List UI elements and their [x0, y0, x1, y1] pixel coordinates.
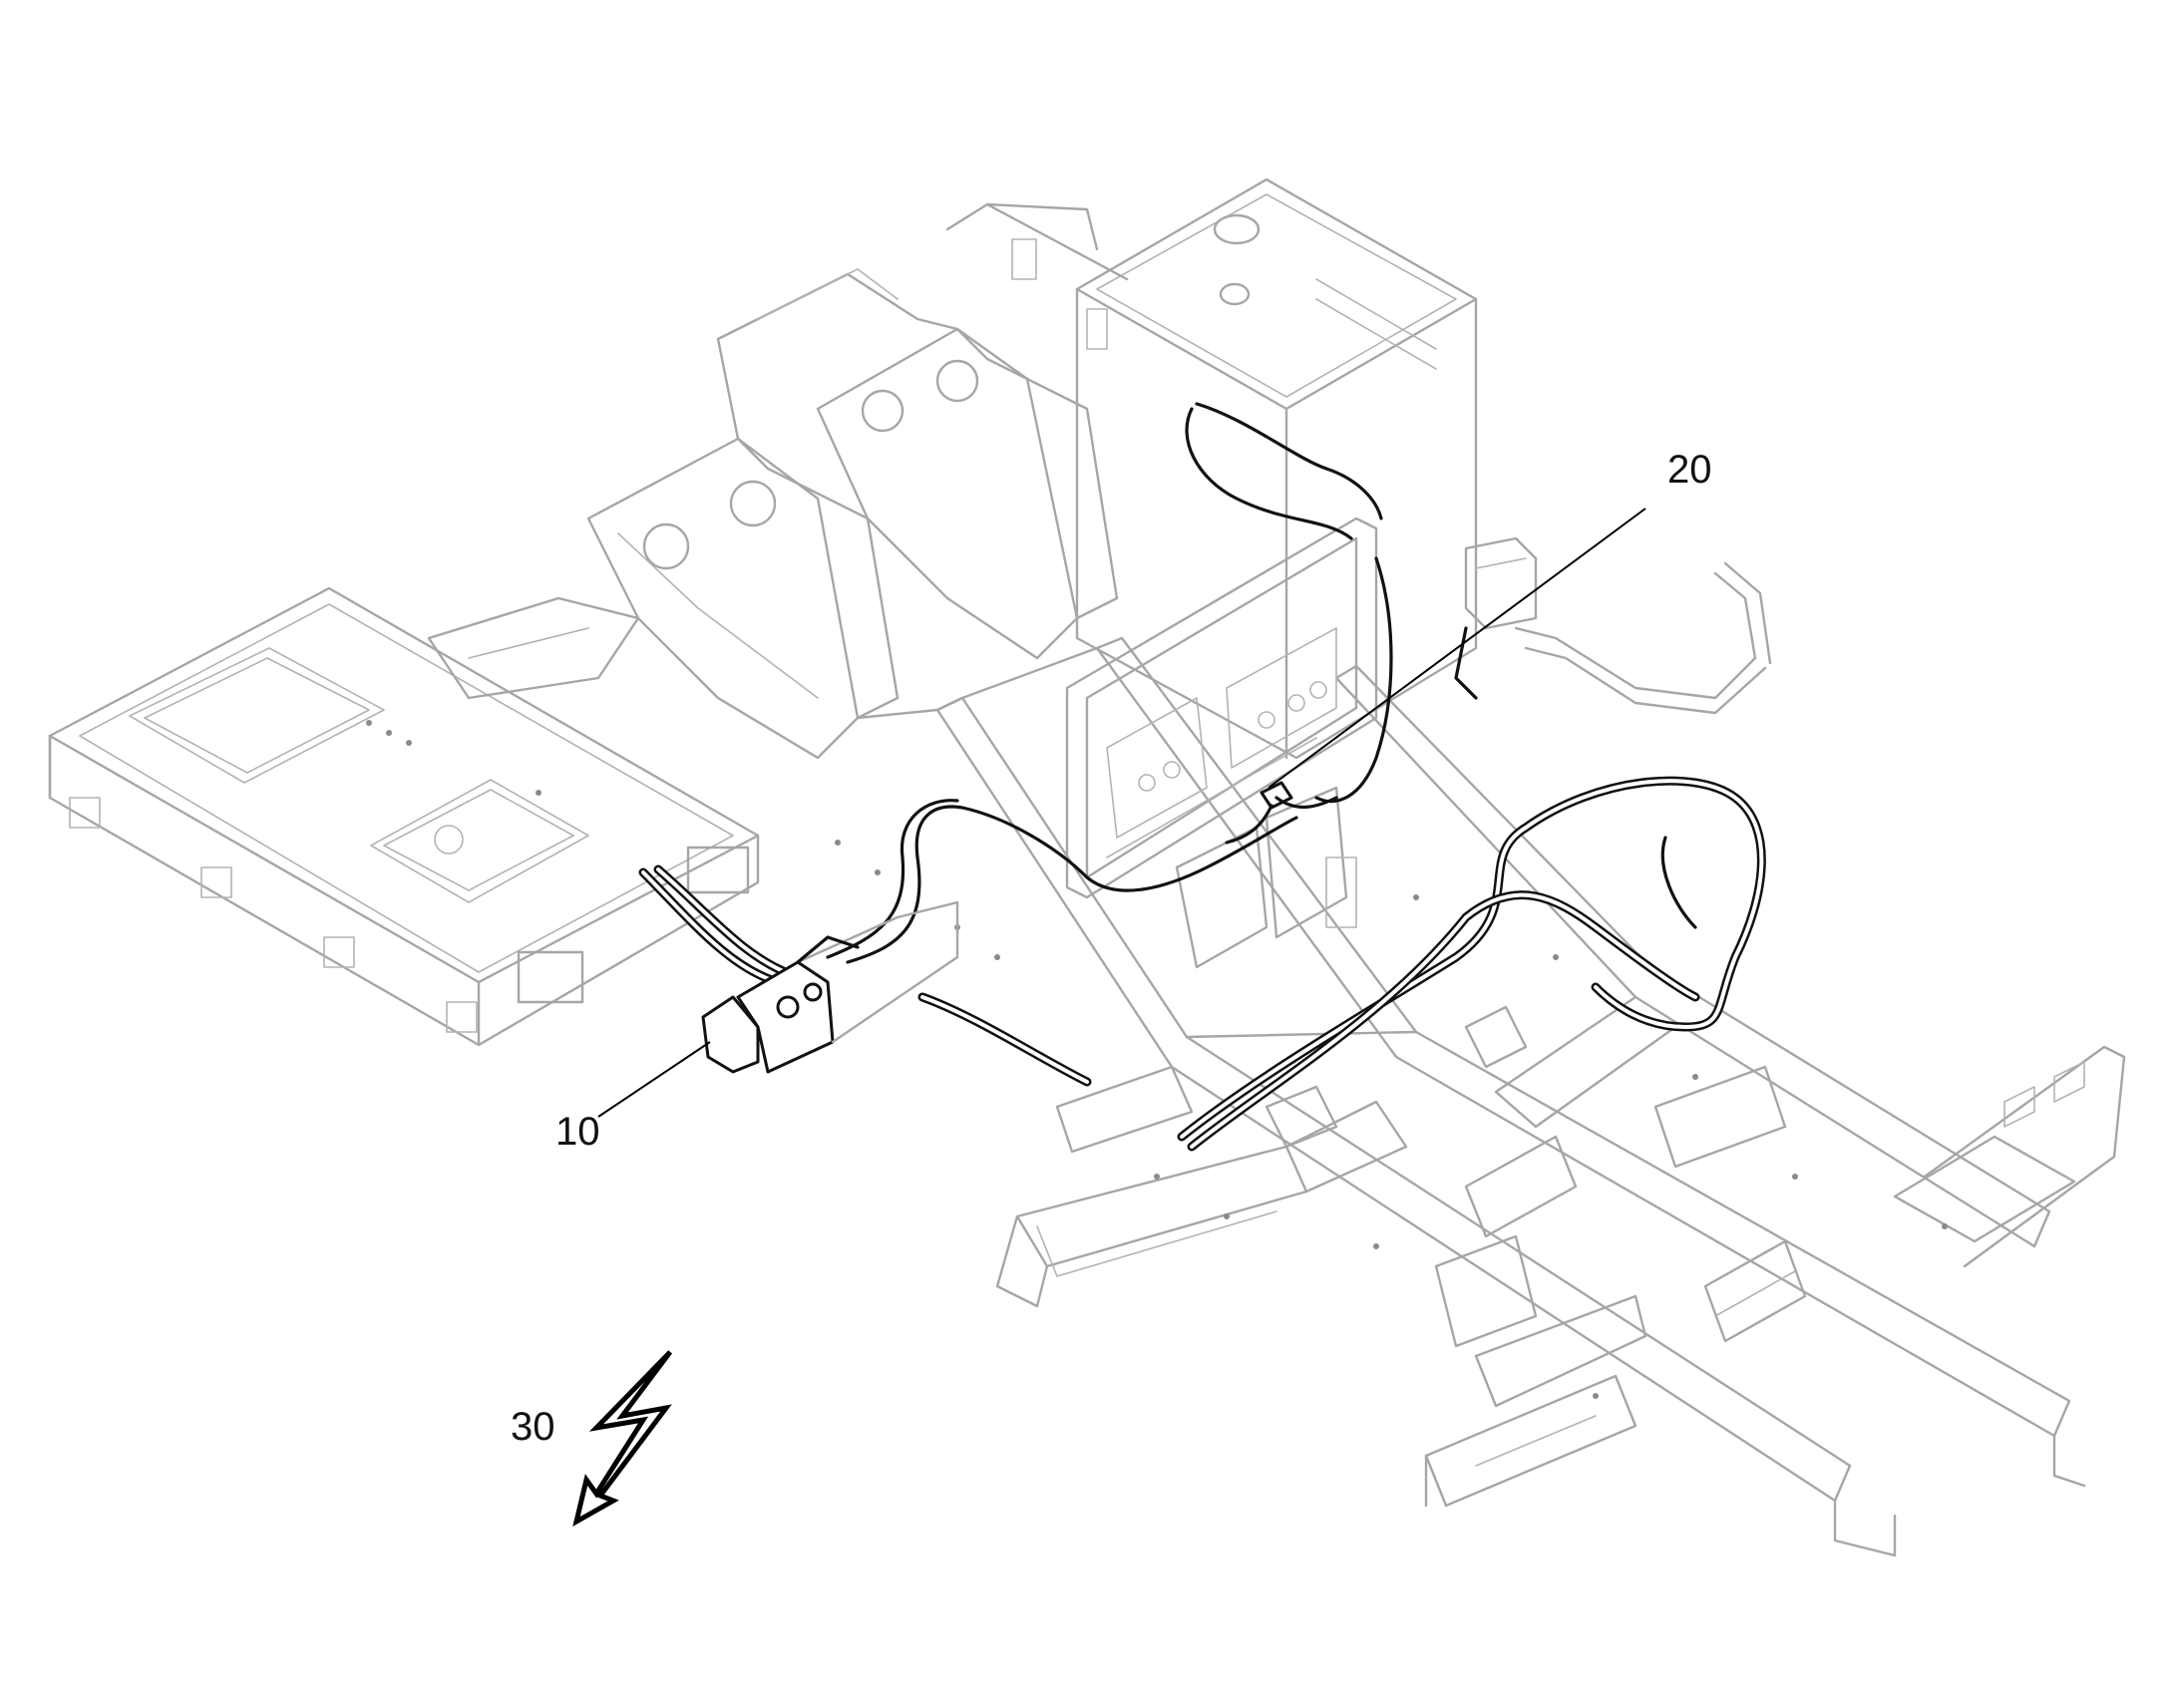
- hydraulic-tank: [945, 177, 1478, 760]
- filter-component: [1225, 781, 1338, 845]
- hydraulic-hoses: [638, 402, 1766, 1152]
- reference-label-10: 10: [555, 1110, 600, 1154]
- leader-line-10: [597, 1041, 711, 1118]
- left-platform: [48, 586, 760, 1047]
- main-frame-rails: [935, 636, 2126, 1557]
- leader-line-20: [1268, 508, 1646, 789]
- lightning-bolt-icon: [572, 1350, 672, 1528]
- reference-label-20: 20: [1667, 448, 1712, 492]
- rivet-dots: [366, 720, 1948, 1399]
- boom-towers: [427, 268, 1119, 760]
- pump-assembly: [701, 900, 959, 1074]
- valve-block: [1454, 536, 1772, 715]
- reference-label-30: 30: [511, 1405, 555, 1449]
- control-valve-panel: [1065, 516, 1378, 969]
